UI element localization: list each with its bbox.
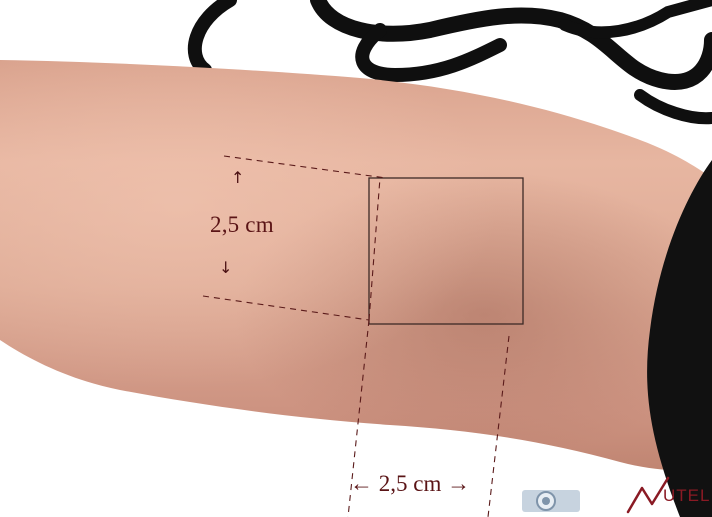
left-logo-icon — [522, 484, 580, 512]
horizontal-measurement-label: 2,5 cm — [379, 471, 442, 496]
vertical-measurement-label: 2,5 cm — [210, 212, 274, 238]
arrow-left-icon: ← — [350, 471, 373, 496]
forearm-shape — [0, 60, 712, 471]
right-logo-text: UTEL — [663, 486, 710, 506]
arrow-up-icon: ↑ — [231, 168, 244, 187]
arrow-right-icon: → — [447, 471, 470, 496]
horizontal-measurement: ← 2,5 cm → — [350, 471, 470, 497]
arrow-down-icon: ↓ — [219, 258, 232, 277]
